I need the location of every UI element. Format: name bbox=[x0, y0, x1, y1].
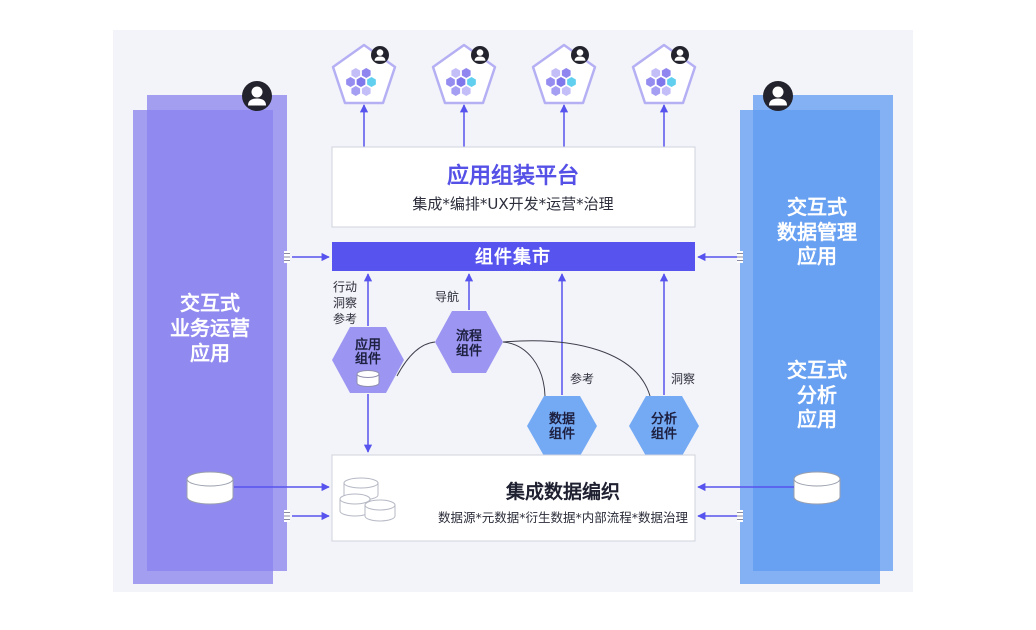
user-icon bbox=[371, 46, 389, 64]
curve-app-to-process bbox=[396, 341, 436, 377]
assembly-platform-box: 应用组装平台 集成*编排*UX开发*运营*治理 bbox=[331, 146, 696, 228]
database-icon bbox=[356, 370, 380, 387]
assembled-app-3 bbox=[531, 43, 597, 105]
analysis-app-line-1: 交互式 bbox=[787, 358, 847, 382]
edge-label-insight: 洞察 bbox=[333, 296, 357, 310]
user-icon bbox=[242, 81, 272, 111]
data-component-line-1: 数据 bbox=[549, 411, 575, 427]
analysis-component-hexagon: 分析 组件 bbox=[629, 396, 699, 456]
database-icon bbox=[186, 471, 234, 505]
analysis-app-line-2: 分析 bbox=[797, 383, 837, 407]
edge-label-reference: 参考 bbox=[333, 311, 357, 326]
connector-port bbox=[737, 251, 743, 263]
data-app-front-layer bbox=[740, 110, 880, 584]
component-market-bar: 组件集市 bbox=[332, 242, 695, 271]
data-component-hexagon: 数据 组件 bbox=[527, 396, 597, 456]
connector-port bbox=[737, 510, 743, 522]
process-component-line-2: 组件 bbox=[456, 343, 482, 359]
business-app-line-3: 应用 bbox=[190, 341, 230, 365]
assembled-app-1 bbox=[331, 43, 397, 105]
app-component-line-1: 应用 bbox=[355, 337, 381, 353]
business-app-line-2: 业务运营 bbox=[170, 316, 250, 340]
curve-process-to-data bbox=[502, 341, 546, 397]
edge-label-action: 行动 bbox=[333, 280, 357, 294]
hexagon-shape bbox=[332, 327, 404, 393]
user-icon bbox=[763, 81, 793, 111]
process-component-line-1: 流程 bbox=[456, 328, 482, 344]
assembled-app-4 bbox=[631, 43, 697, 105]
hexagon-shape bbox=[435, 311, 503, 373]
connector-port bbox=[284, 251, 290, 263]
analysis-app-line-3: 应用 bbox=[797, 407, 837, 431]
edge-label-analysis-insight: 洞察 bbox=[671, 372, 695, 386]
user-icon bbox=[471, 46, 489, 64]
assembled-app-2 bbox=[431, 43, 497, 105]
database-cluster-icon bbox=[339, 477, 396, 522]
assembly-platform-subtitle: 集成*编排*UX开发*运营*治理 bbox=[412, 195, 613, 213]
hexagon-shape bbox=[629, 396, 699, 456]
assembly-platform-title: 应用组装平台 bbox=[447, 163, 579, 189]
data-app-column: 交互式 数据管理 应用 交互式 分析 应用 bbox=[740, 81, 893, 584]
process-component-hexagon: 流程 组件 bbox=[435, 311, 503, 373]
curve-process-to-analysis bbox=[502, 340, 651, 397]
data-management-app-line-1: 交互式 bbox=[787, 195, 847, 219]
business-app-line-1: 交互式 bbox=[180, 291, 240, 315]
analysis-component-line-2: 组件 bbox=[651, 426, 677, 442]
connector-port bbox=[284, 510, 290, 522]
component-market-fill bbox=[332, 242, 695, 271]
edge-label-navigation: 导航 bbox=[435, 289, 459, 304]
user-icon bbox=[671, 46, 689, 64]
business-app-front-layer bbox=[133, 110, 273, 584]
data-fabric-title: 集成数据编织 bbox=[505, 480, 620, 503]
database-icon bbox=[793, 471, 841, 505]
analysis-component-line-1: 分析 bbox=[651, 411, 677, 427]
edge-label-data-reference: 参考 bbox=[570, 371, 594, 386]
hexagon-shape bbox=[527, 396, 597, 456]
data-fabric-subtitle: 数据源*元数据*衍生数据*内部流程*数据治理 bbox=[438, 510, 689, 525]
data-management-app-line-3: 应用 bbox=[797, 244, 837, 268]
data-fabric-frame bbox=[331, 454, 696, 542]
business-app-column: 交互式 业务运营 应用 bbox=[133, 81, 287, 584]
user-icon bbox=[571, 46, 589, 64]
data-management-app-line-2: 数据管理 bbox=[777, 220, 857, 244]
app-component-line-2: 组件 bbox=[355, 351, 381, 367]
data-component-line-2: 组件 bbox=[549, 426, 575, 442]
data-fabric-box: 集成数据编织 数据源*元数据*衍生数据*内部流程*数据治理 bbox=[331, 454, 696, 542]
assembly-platform-frame bbox=[331, 146, 696, 228]
component-market-title: 组件集市 bbox=[475, 246, 551, 268]
app-component-hexagon: 应用 组件 bbox=[332, 327, 404, 393]
